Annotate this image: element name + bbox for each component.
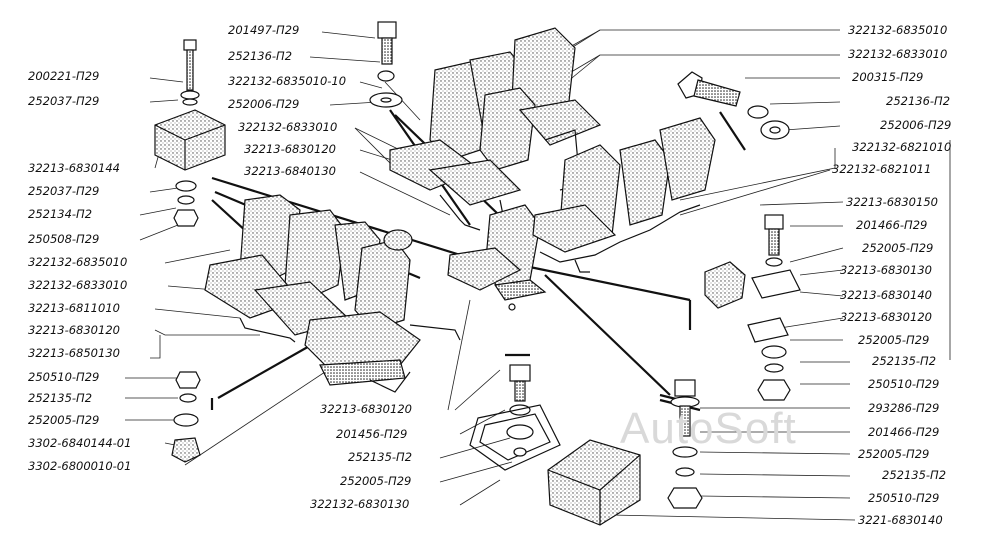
part-label: 3221-6830140 bbox=[858, 513, 943, 527]
part-label: 32213-6830120 bbox=[28, 323, 120, 337]
part-label: 32213-6840130 bbox=[244, 164, 336, 178]
part-label: 32213-6830120 bbox=[320, 402, 412, 416]
part-label: 250510-П29 bbox=[868, 491, 940, 505]
part-label: 252135-П2 bbox=[28, 391, 93, 405]
part-label: 293286-П29 bbox=[868, 401, 940, 415]
part-label: 32213-6830130 bbox=[840, 263, 932, 277]
right-top-bolt bbox=[677, 71, 790, 140]
part-label: 250510-П29 bbox=[868, 377, 940, 391]
part-label: 32213-6830120 bbox=[244, 142, 336, 156]
part-label: 252005-П29 bbox=[28, 413, 100, 427]
part-label: 32213-6830150 bbox=[846, 195, 938, 209]
part-label: 252005-П29 bbox=[858, 333, 930, 347]
part-label: 252136-П2 bbox=[228, 49, 293, 63]
part-label: 200315-П29 bbox=[852, 70, 924, 84]
right-column-parts bbox=[704, 214, 801, 401]
part-label: 252005-П29 bbox=[858, 447, 930, 461]
part-label: 322132-6830130 bbox=[310, 497, 410, 511]
part-label: 32213-6850130 bbox=[28, 346, 120, 360]
part-label: 252006-П29 bbox=[228, 97, 300, 111]
part-label: 201456-П29 bbox=[336, 427, 408, 441]
part-label: 322132-6835010-10 bbox=[228, 74, 347, 88]
part-label: 3302-6840144-01 bbox=[28, 436, 132, 450]
watermark: AutoSoft bbox=[620, 404, 797, 453]
part-label: 322132-6833010 bbox=[848, 47, 948, 61]
part-label: 250510-П29 bbox=[28, 370, 100, 384]
part-label: 252135-П2 bbox=[872, 354, 937, 368]
part-label: 322132-6833010 bbox=[238, 120, 338, 134]
part-label: 252134-П2 bbox=[28, 207, 93, 221]
bottom-right-parts bbox=[547, 379, 703, 526]
part-label: 252005-П29 bbox=[340, 474, 412, 488]
part-label: 252006-П29 bbox=[880, 118, 952, 132]
part-label: 322132-6821010 bbox=[852, 140, 952, 154]
part-label: 32213-6830140 bbox=[840, 288, 932, 302]
part-label: 252135-П2 bbox=[348, 450, 413, 464]
center-seat bbox=[447, 204, 547, 311]
rear-seat-group bbox=[389, 27, 602, 233]
part-label: 32213-6830120 bbox=[840, 310, 932, 324]
part-label: 322132-6835010 bbox=[848, 23, 948, 37]
part-label: 252037-П29 bbox=[28, 94, 100, 108]
part-label: 322132-6835010 bbox=[28, 255, 128, 269]
part-label: 32213-6830144 bbox=[28, 161, 120, 175]
part-label: 322132-6821011 bbox=[832, 162, 932, 176]
part-label: 201466-П29 bbox=[868, 425, 940, 439]
part-label: 252005-П29 bbox=[862, 241, 934, 255]
part-label: 252037-П29 bbox=[28, 184, 100, 198]
part-label: 252135-П2 bbox=[882, 468, 947, 482]
bottom-middle-parts bbox=[469, 364, 561, 471]
top-bolt-parts bbox=[369, 21, 403, 108]
left-seat-group bbox=[204, 194, 461, 393]
part-label: 201497-П29 bbox=[228, 23, 300, 37]
part-label: 200221-П29 bbox=[28, 69, 100, 83]
right-seat-group bbox=[532, 117, 716, 273]
part-label: 250508-П29 bbox=[28, 232, 100, 246]
part-label: 252136-П2 bbox=[886, 94, 951, 108]
part-label: 322132-6833010 bbox=[28, 278, 128, 292]
part-label: 201466-П29 bbox=[856, 218, 928, 232]
left-mount-parts bbox=[154, 39, 226, 463]
part-label: 32213-6811010 bbox=[28, 301, 120, 315]
part-label: 3302-6800010-01 bbox=[28, 459, 132, 473]
